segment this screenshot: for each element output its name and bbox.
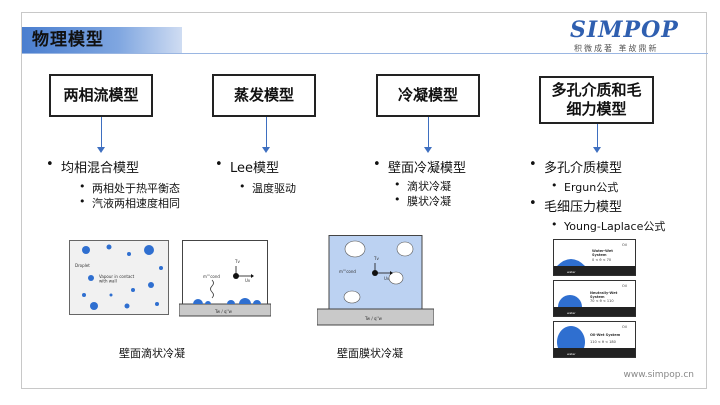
label-bottom: Tw / q''w	[214, 309, 233, 314]
svg-text:water: water	[567, 311, 576, 315]
svg-text:110 < θ < 180: 110 < θ < 180	[590, 340, 616, 344]
box-evaporation: 蒸发模型	[212, 74, 316, 117]
label-u: Uv	[384, 276, 390, 281]
svg-text:Oil: Oil	[622, 284, 627, 288]
logo-brand: SIMPOP	[570, 17, 679, 43]
bullet-homogeneous-model: 均相混合模型	[46, 157, 139, 176]
caption-droplet-condensation: 壁面滴状冷凝	[119, 347, 185, 360]
svg-text:water: water	[567, 352, 576, 356]
box-label: 蒸发模型	[233, 86, 294, 104]
header-divider	[22, 53, 708, 54]
arrow-down	[424, 117, 432, 153]
box-label: 多孔介质和毛细力模型	[551, 81, 642, 118]
sub-bullet: Ergun公式	[551, 179, 618, 195]
arrow-down	[262, 117, 270, 153]
sub-bullet: 滴状冷凝	[394, 178, 451, 194]
box-label: 冷凝模型	[397, 86, 458, 104]
sub-bullet: 膜状冷凝	[394, 193, 451, 209]
label-droplet: Droplet	[75, 263, 90, 268]
header-bar: 物理模型	[22, 27, 182, 53]
label-t: Tv	[234, 259, 240, 264]
logo-tagline: 积微成著 革故鼎新	[574, 44, 659, 53]
label-t: Tv	[373, 256, 379, 261]
page-title: 物理模型	[32, 30, 104, 50]
caption-film-condensation: 壁面膜状冷凝	[337, 347, 403, 360]
svg-text:70 < θ < 110: 70 < θ < 110	[590, 299, 614, 303]
sub-bullet: 两相处于热平衡态	[79, 180, 180, 196]
sub-bullet: 汽液两相速度相同	[79, 195, 180, 211]
box-porous-capillary: 多孔介质和毛细力模型	[539, 76, 654, 124]
sub-bullet: Young-Laplace公式	[551, 218, 665, 234]
arrow-down	[593, 124, 601, 153]
wall-droplet-figure: m'''cond Tv Uv Tw / q''w	[179, 240, 271, 317]
svg-text:0 < θ < 70: 0 < θ < 70	[592, 258, 611, 262]
box-condensation: 冷凝模型	[376, 74, 480, 117]
bullet-wall-condensation: 壁面冷凝模型	[373, 157, 466, 176]
film-condensation-figure: m'''cond Tv Uv Tw / q''w	[317, 235, 434, 326]
svg-text:Oil: Oil	[622, 243, 627, 247]
arrow-down	[97, 117, 105, 153]
box-label: 两相流模型	[63, 86, 139, 104]
bullet-porous-model: 多孔介质模型	[529, 157, 622, 176]
svg-text:Oil-Wet System: Oil-Wet System	[590, 333, 621, 337]
bullet-lee-model: Lee模型	[215, 157, 279, 176]
svg-text:water: water	[567, 270, 576, 274]
slide: 物理模型 SIMPOP 积微成著 革故鼎新 两相流模型 蒸发模型 冷凝模型 多孔…	[21, 12, 708, 389]
footer-url: www.simpop.cn	[623, 370, 694, 380]
label-m: m'''cond	[339, 269, 356, 274]
sub-bullet: 温度驱动	[239, 180, 296, 196]
svg-text:Oil: Oil	[622, 325, 627, 329]
label-u: Uv	[245, 278, 251, 283]
box-two-phase-flow: 两相流模型	[49, 74, 153, 117]
simpop-logo: SIMPOP 积微成著 革故鼎新	[570, 17, 700, 57]
bullet-capillary-model: 毛细压力模型	[529, 196, 622, 215]
label-bottom: Tw / q''w	[364, 316, 383, 321]
label-m: m'''cond	[203, 274, 220, 279]
wetting-panel: Oil Oil-Wet System 110 < θ < 180 water	[553, 321, 636, 358]
